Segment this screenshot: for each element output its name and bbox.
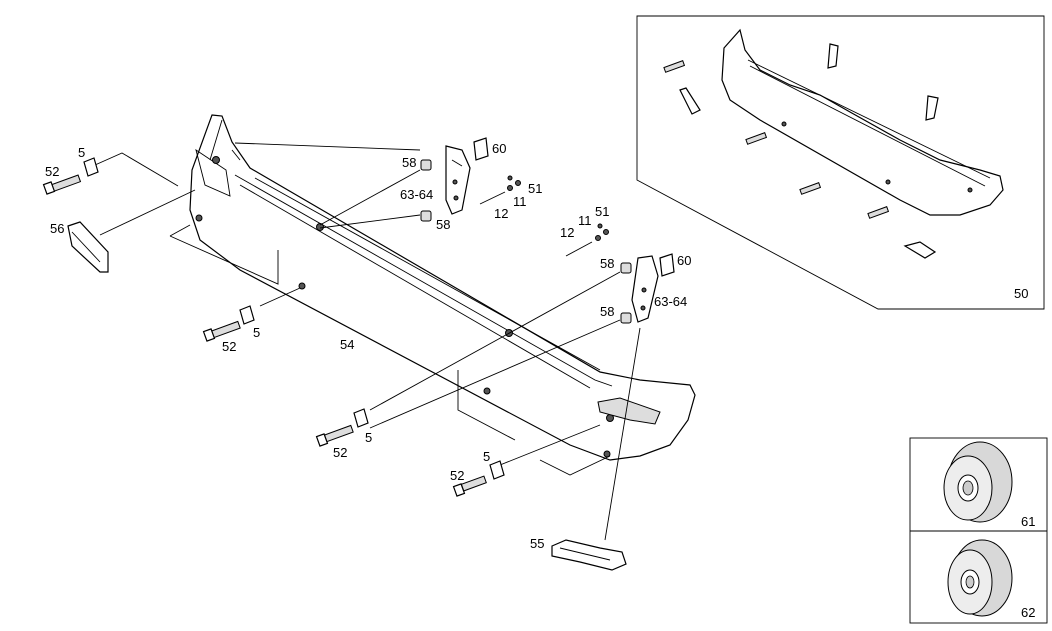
pad-60-top bbox=[473, 137, 489, 161]
callout-58-right-b: 58 bbox=[600, 304, 614, 319]
pad-60-right bbox=[659, 253, 675, 277]
nut-58-right-b bbox=[620, 312, 632, 324]
clip-5-center bbox=[353, 408, 369, 428]
bolt-52-left-top bbox=[42, 174, 82, 195]
bolt-52-right bbox=[452, 475, 487, 497]
callout-52-center: 52 bbox=[333, 445, 347, 460]
bolt-52-left-mid bbox=[202, 320, 241, 342]
callout-52-left-mid: 52 bbox=[222, 339, 236, 354]
callout-62: 62 bbox=[1021, 605, 1035, 620]
nut-58-right-a bbox=[620, 262, 632, 274]
callout-61: 61 bbox=[1021, 514, 1035, 529]
clip-5-right bbox=[489, 460, 505, 480]
callout-5-right: 5 bbox=[483, 449, 490, 464]
washer-61 bbox=[943, 441, 1013, 523]
bolt-12-right bbox=[565, 223, 609, 257]
bolt-52-center bbox=[315, 424, 354, 447]
callout-51-right: 51 bbox=[595, 204, 609, 219]
callout-63-64-top: 63-64 bbox=[400, 187, 433, 202]
callout-55: 55 bbox=[530, 536, 544, 551]
callout-52-left-top: 52 bbox=[45, 164, 59, 179]
bracket-63-64-right bbox=[631, 255, 659, 323]
callout-12-right: 12 bbox=[560, 225, 574, 240]
nut-58-top-a bbox=[420, 159, 432, 171]
callout-5-left-mid: 5 bbox=[253, 325, 260, 340]
callout-5-left-top: 5 bbox=[78, 145, 85, 160]
inset-box-50 bbox=[636, 15, 1045, 310]
bracket-63-64-top bbox=[445, 145, 471, 215]
inset-box-61-62 bbox=[909, 437, 1048, 624]
washer-62 bbox=[947, 539, 1013, 617]
callout-56: 56 bbox=[50, 221, 64, 236]
callout-60-top: 60 bbox=[492, 141, 506, 156]
clip-5-left-mid bbox=[239, 305, 255, 325]
callout-11-right: 11 bbox=[578, 213, 592, 228]
bumper-main bbox=[189, 114, 696, 461]
callout-52-right: 52 bbox=[450, 468, 464, 483]
reflector-56 bbox=[67, 221, 109, 273]
leader-lines bbox=[94, 142, 641, 541]
nut-58-top-b bbox=[420, 210, 432, 222]
callout-58-right-a: 58 bbox=[600, 256, 614, 271]
callout-58-top-a: 58 bbox=[402, 155, 416, 170]
clip-5-left-top bbox=[83, 157, 99, 177]
callout-50: 50 bbox=[1014, 286, 1028, 301]
callout-58-top-b: 58 bbox=[436, 217, 450, 232]
callout-11-top: 11 bbox=[513, 194, 527, 209]
callout-63-64-right: 63-64 bbox=[654, 294, 687, 309]
callout-5-center: 5 bbox=[365, 430, 372, 445]
callout-12-top: 12 bbox=[494, 206, 508, 221]
trim-55 bbox=[551, 539, 627, 571]
callout-60-right: 60 bbox=[677, 253, 691, 268]
callout-51-top: 51 bbox=[528, 181, 542, 196]
bolt-12-top bbox=[479, 175, 521, 205]
callout-54: 54 bbox=[340, 337, 354, 352]
